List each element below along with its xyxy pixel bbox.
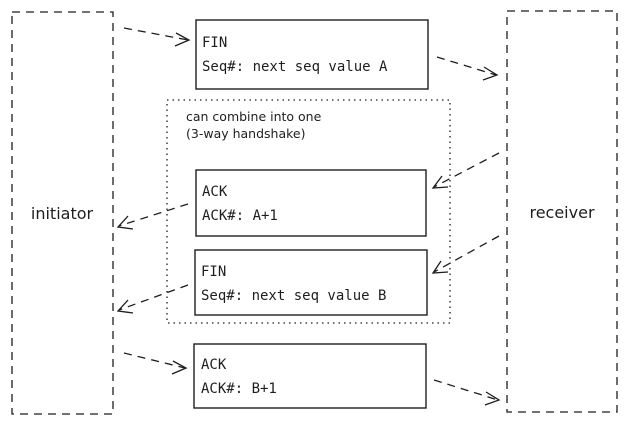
message-ack-a-type: ACK [202, 184, 228, 200]
arrow-ack-b-to-receiver [433, 379, 501, 406]
message-fin-b-detail: Seq#: next seq value B [201, 288, 386, 304]
message-box-fin-b [194, 249, 428, 316]
combine-note-line2: (3-way handshake) [186, 126, 306, 141]
initiator-label: initiator [31, 204, 94, 223]
message-box-fin-a [195, 19, 429, 90]
message-fin-b-type: FIN [201, 264, 226, 280]
message-ack-b-detail: ACK#: B+1 [201, 381, 277, 397]
receiver-box [506, 10, 618, 413]
arrow-fin-b-to-initiator [116, 284, 189, 314]
initiator-box [11, 11, 114, 415]
arrow-fin-a-to-receiver [436, 56, 499, 81]
arrow-receiver-to-fin-b [431, 235, 500, 274]
message-box-ack-b [193, 343, 427, 409]
message-fin-a-type: FIN [202, 35, 227, 51]
message-fin-a-detail: Seq#: next seq value A [202, 59, 388, 75]
combine-note-line1: can combine into one [186, 109, 322, 124]
arrow-initiator-to-fin-a [123, 27, 191, 47]
message-ack-b-type: ACK [201, 357, 227, 373]
message-box-ack-a [195, 169, 427, 237]
message-ack-a-detail: ACK#: A+1 [202, 208, 278, 224]
receiver-label: receiver [529, 203, 594, 222]
arrow-ack-a-to-initiator [116, 203, 189, 230]
arrow-receiver-to-ack-a [431, 152, 500, 189]
arrow-initiator-to-ack-b [123, 352, 188, 375]
